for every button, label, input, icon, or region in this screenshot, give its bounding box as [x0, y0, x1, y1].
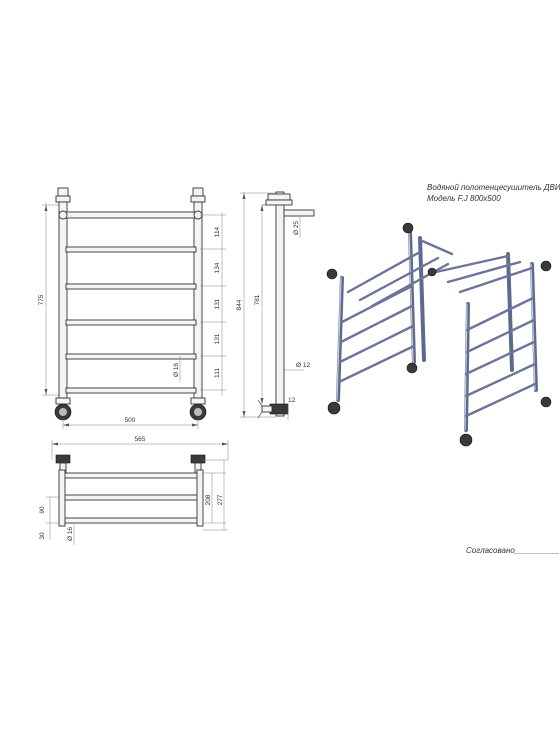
side-pipe-dim: Ø 12: [296, 362, 310, 369]
right-rail: [193, 201, 203, 399]
front-bottom-valves: [54, 397, 207, 421]
front-spacing-dims: 114 134 131 131 111: [200, 212, 226, 396]
side-bottom-dim: 12: [288, 397, 296, 404]
title-block: Водяной полотенцесушитель ДВИН Модель F.…: [427, 183, 560, 203]
spacing-4: 131: [214, 333, 221, 344]
approval-signature-line: Согласовано__________: [466, 546, 559, 555]
front-width-dim: 500: [125, 417, 136, 424]
left-rail: [58, 201, 68, 399]
top-depth-1: 208: [205, 494, 212, 505]
top-width-dim: 565: [135, 436, 146, 443]
front-height-dim: 775: [38, 294, 45, 305]
isometric-view-right: [427, 252, 552, 447]
front-top-fittings: [55, 187, 206, 203]
front-rungs: [65, 246, 197, 394]
spacing-5: 111: [214, 368, 221, 378]
top-pipe-dim: Ø 16: [67, 527, 74, 541]
spacing-2: 134: [214, 262, 221, 273]
title-line-2: Модель F.J 800х500: [427, 194, 501, 203]
top-view: 565 208 277 90 30 Ø 16: [39, 436, 229, 545]
side-diameter-dim: Ø 25: [293, 221, 300, 235]
side-view: 844 781 Ø 25 Ø 12 12: [236, 191, 315, 420]
top-offset-1: 30: [39, 532, 46, 540]
front-view: 775: [38, 187, 226, 429]
side-overall-dim: 844: [236, 299, 243, 310]
spacing-1: 114: [214, 226, 221, 237]
side-rail: [275, 191, 285, 417]
side-inner-dim: 781: [254, 294, 261, 305]
isometric-view-left: [326, 222, 454, 415]
front-pipe-diameter: Ø 16: [173, 363, 180, 377]
spacing-3: 131: [214, 298, 221, 309]
title-line-1: Водяной полотенцесушитель ДВИН: [427, 183, 560, 192]
top-offset-2: 90: [39, 506, 46, 514]
top-depth-2: 277: [217, 494, 224, 505]
top-crossbar: [61, 211, 201, 219]
